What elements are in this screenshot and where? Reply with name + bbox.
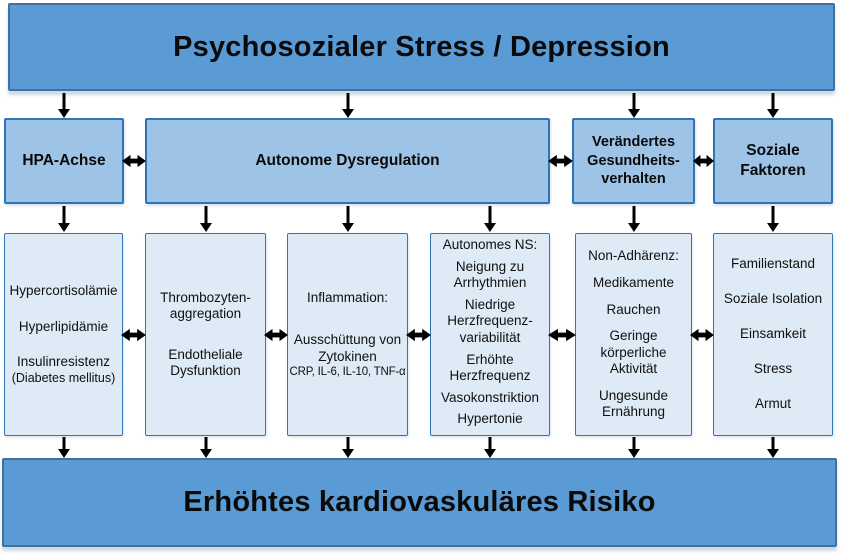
list-item: Ungesunde Ernährung <box>598 387 669 420</box>
top-banner: Psychosozialer Stress / Depression <box>8 3 835 91</box>
list-item: Medikamente <box>592 274 675 290</box>
list-item: Hyperlipidämie <box>18 318 109 334</box>
double-arrow <box>693 154 714 168</box>
double-arrow <box>121 328 146 342</box>
list-item: Niedrige Herzfrequenz- variabilität <box>447 296 533 345</box>
down-arrow <box>766 93 780 118</box>
list-item: Hypercortisolämie <box>9 283 118 299</box>
box-hpa-achse: HPA-Achse <box>4 118 124 204</box>
double-arrow <box>690 328 714 342</box>
list-item: Einsamkeit <box>739 326 807 342</box>
down-arrow <box>199 206 213 232</box>
double-arrow <box>548 328 576 342</box>
double-arrow <box>406 328 431 342</box>
down-arrow <box>627 437 641 458</box>
box-hpa-effekte: Hypercortisolämie Hyperlipidämie Insulin… <box>4 233 123 436</box>
list-item-group: Ausschüttung von Zytokinen CRP, IL-6, IL… <box>289 332 405 379</box>
list-item: Geringe körperliche Aktivität <box>600 328 667 377</box>
list-item: Erhöhte Herzfrequenz <box>449 351 531 384</box>
double-arrow <box>122 154 146 168</box>
box-thrombozyten-endothel: Thrombozyten- aggregation Endotheliale D… <box>145 233 266 436</box>
bottom-banner: Erhöhtes kardiovaskuläres Risiko <box>2 458 837 547</box>
down-arrow <box>766 437 780 458</box>
list-item: Hypertonie <box>457 411 523 427</box>
down-arrow <box>766 206 780 232</box>
down-arrow <box>341 437 355 458</box>
down-arrow <box>483 206 497 232</box>
list-item: Thrombozyten- aggregation <box>160 289 251 322</box>
box-soziale-faktoren: Soziale Faktoren <box>713 118 833 204</box>
list-item: Vasokonstriktion <box>440 389 540 405</box>
down-arrow <box>57 437 71 458</box>
box-gesundheitsverhalten: Verändertes Gesundheits- verhalten <box>572 118 695 204</box>
box-autonomes-ns: Autonomes NS: Neigung zu Arrhythmien Nie… <box>430 233 550 436</box>
box-hpa-achse-label: HPA-Achse <box>22 152 106 170</box>
list-item: Familienstand <box>730 256 816 272</box>
down-arrow <box>341 206 355 232</box>
down-arrow <box>627 206 641 232</box>
down-arrow <box>627 93 641 118</box>
box-gesundheitsverhalten-label: Verändertes Gesundheits- verhalten <box>587 134 680 188</box>
list-item: Rauchen <box>606 301 661 317</box>
list-item: Soziale Isolation <box>723 291 823 307</box>
double-arrow <box>264 328 288 342</box>
double-arrow <box>548 154 573 168</box>
down-arrow <box>199 437 213 458</box>
list-item: Neigung zu Arrhythmien <box>453 258 527 291</box>
list-item: Ausschüttung von Zytokinen <box>293 332 402 364</box>
down-arrow <box>341 93 355 118</box>
list-item: Insulinresistenz <box>16 354 111 370</box>
down-arrow <box>483 437 497 458</box>
list-item: Inflammation: <box>306 289 389 305</box>
box-autonome-dysregulation: Autonome Dysregulation <box>145 118 550 204</box>
down-arrow <box>57 206 71 232</box>
box-non-adhaerenz: Non-Adhärenz: Medikamente Rauchen Gering… <box>575 233 692 436</box>
list-item: Autonomes NS: <box>442 237 538 252</box>
list-item-group: Insulinresistenz (Diabetes mellitus) <box>12 354 116 386</box>
bottom-banner-label: Erhöhtes kardiovaskuläres Risiko <box>183 486 656 518</box>
box-soziale-faktoren-details: Familienstand Soziale Isolation Einsamke… <box>713 233 833 436</box>
box-inflammation: Inflammation: Ausschüttung von Zytokinen… <box>287 233 408 436</box>
list-item: Non-Adhärenz: <box>588 248 679 264</box>
list-item: Stress <box>753 361 793 377</box>
box-autonome-dysregulation-label: Autonome Dysregulation <box>255 152 440 170</box>
top-banner-label: Psychosozialer Stress / Depression <box>173 30 670 63</box>
list-item: (Diabetes mellitus) <box>11 370 116 385</box>
list-item: CRP, IL-6, IL-10, TNF-α <box>289 366 406 379</box>
list-item: Endotheliale Dysfunktion <box>168 346 243 378</box>
down-arrow <box>57 93 71 118</box>
list-item: Armut <box>754 396 791 412</box>
box-soziale-faktoren-label: Soziale Faktoren <box>740 142 806 179</box>
